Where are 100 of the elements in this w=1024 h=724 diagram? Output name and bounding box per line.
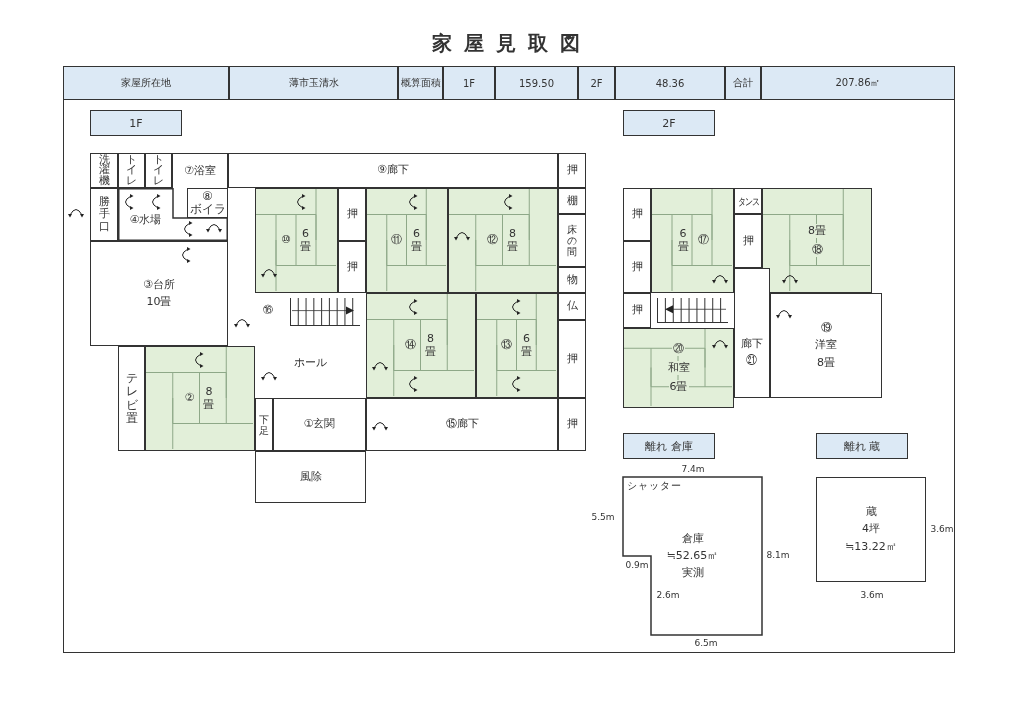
- room-label: 8畳: [807, 223, 827, 238]
- dimension-label: 7.4m: [680, 463, 706, 476]
- room-label: 洋室: [815, 339, 837, 352]
- wall-label: シャッター: [627, 480, 682, 491]
- room: [187, 188, 228, 218]
- dimension-label: 0.9m: [624, 559, 650, 572]
- room-label: 下足: [258, 413, 270, 436]
- room: [118, 346, 145, 451]
- room-label: ⑨廊下: [377, 164, 409, 177]
- room-label: 10畳: [146, 296, 172, 309]
- room: [558, 267, 586, 293]
- section-header: 離れ 倉庫: [623, 433, 715, 459]
- room-label: ⑪: [390, 233, 403, 248]
- room: [623, 241, 651, 293]
- stair-number: ⑯: [262, 303, 274, 317]
- room-label: テレビ置: [124, 372, 139, 425]
- table-cell: 概算面積: [398, 66, 443, 100]
- room: [770, 293, 882, 398]
- room: [255, 451, 366, 503]
- room: [816, 477, 926, 582]
- room-label: 押: [742, 234, 754, 248]
- dimension-label: 3.6m: [859, 589, 885, 602]
- table-cell: 207.86㎡: [761, 66, 955, 100]
- room: [734, 214, 762, 268]
- room-label: トイレ: [152, 154, 165, 187]
- table-cell: 1F: [443, 66, 495, 100]
- room-label: 6畳: [409, 227, 424, 254]
- room-label: 仏: [566, 300, 578, 313]
- room: [255, 398, 273, 451]
- room-label: ④水場: [129, 214, 162, 227]
- table-cell: 2F: [578, 66, 615, 100]
- room-label: 8畳: [505, 227, 520, 254]
- room-label: 洗濯機: [97, 154, 111, 187]
- room-label: 6畳: [297, 227, 313, 254]
- room: [338, 241, 366, 293]
- room: [90, 188, 118, 241]
- room: [90, 153, 118, 188]
- room-label: トイレ: [125, 154, 138, 187]
- room-label: 蔵: [865, 506, 877, 519]
- room: [734, 188, 762, 214]
- room-label: ㉑: [746, 355, 757, 368]
- dimension-label: 8.1m: [765, 549, 791, 562]
- room-label: 8畳: [201, 385, 217, 412]
- room-label: 物: [566, 273, 578, 287]
- room: [145, 153, 172, 188]
- table-cell: 48.36: [615, 66, 725, 100]
- room-label: 押: [566, 164, 578, 177]
- section-header: 離れ 蔵: [816, 433, 908, 459]
- room: [558, 188, 586, 214]
- table-cell: 薄市玉清水: [229, 66, 398, 100]
- room-label: 8畳: [423, 332, 438, 359]
- room-label: 倉庫: [681, 532, 704, 545]
- section-header: 2F: [623, 110, 715, 136]
- room: [623, 188, 651, 241]
- room: [558, 153, 586, 188]
- room-label: 床の間: [566, 224, 578, 257]
- room-label: ⑮廊下: [445, 418, 479, 431]
- room-label: ⑱: [810, 243, 824, 258]
- dimension-label: 5.5m: [590, 511, 616, 524]
- room-label: ⑧: [202, 189, 213, 203]
- room-label: 押: [631, 304, 643, 317]
- room-label: 風除: [299, 470, 322, 484]
- dimension-label: 2.6m: [655, 589, 681, 602]
- room-label: ⑦浴室: [184, 164, 216, 178]
- room: [558, 293, 586, 320]
- room-label: 8畳: [817, 356, 835, 369]
- room: [228, 153, 558, 188]
- room-label: ⑲: [820, 322, 832, 335]
- table-cell: 159.50: [495, 66, 578, 100]
- room-label: 棚: [566, 194, 578, 208]
- room-label: タンス: [737, 195, 759, 207]
- room: [558, 398, 586, 451]
- room-label: 実測: [681, 567, 704, 580]
- room: [273, 398, 366, 451]
- room-label: 押: [566, 418, 578, 431]
- room: [118, 153, 145, 188]
- room-label: 4坪: [862, 523, 880, 536]
- room-label: 押: [631, 260, 643, 274]
- room-label: ⑭: [404, 338, 417, 353]
- room: [338, 188, 366, 241]
- title: 家屋見取図: [431, 30, 593, 57]
- table-cell: 家屋所在地: [63, 66, 229, 100]
- room-label: ⑫: [486, 233, 499, 248]
- table-cell: 合計: [725, 66, 761, 100]
- room-label: 6畳: [675, 227, 691, 254]
- room-label: ⑬: [500, 338, 513, 353]
- room-label: ≒13.22㎡: [845, 540, 897, 553]
- room-label: 廊下: [740, 337, 763, 350]
- room: [366, 398, 558, 451]
- dimension-label: 6.5m: [693, 637, 719, 650]
- room-label: 押: [631, 208, 643, 221]
- room-label: 押: [566, 352, 578, 366]
- room: [172, 153, 228, 188]
- room-label: ホール: [294, 356, 327, 370]
- room: [558, 214, 586, 267]
- room-label: ボイラ: [189, 203, 226, 217]
- room-label: 押: [346, 208, 358, 221]
- room-label: 和室: [666, 360, 691, 376]
- dimension-label: 3.6m: [929, 523, 955, 536]
- room: [558, 320, 586, 398]
